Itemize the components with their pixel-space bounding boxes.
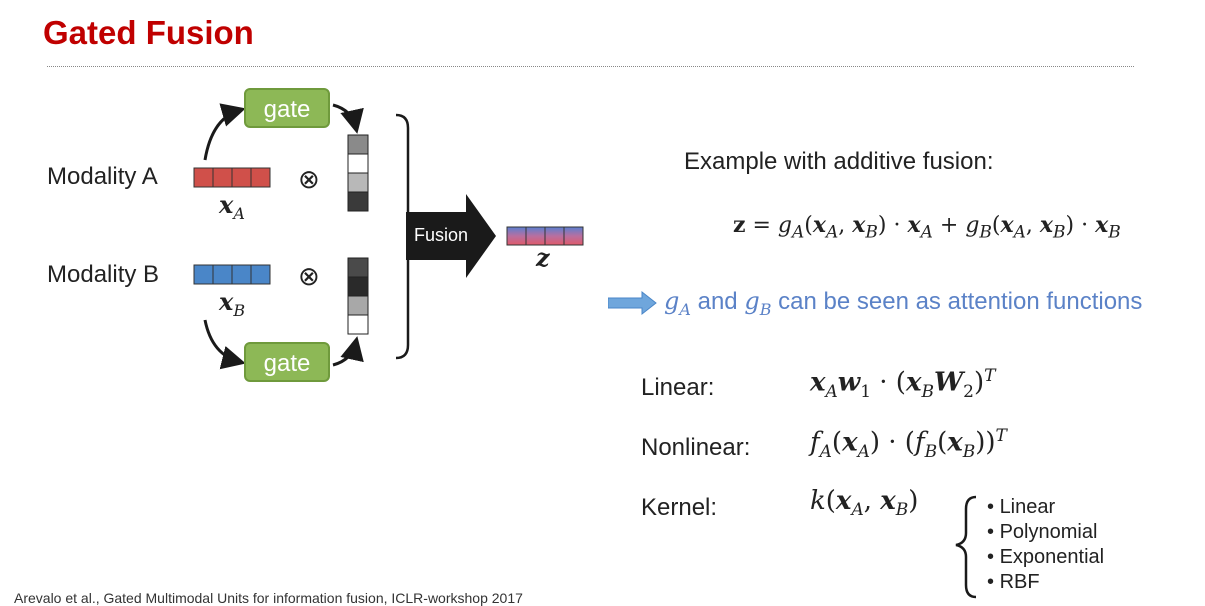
right-arrow-icon <box>608 290 657 316</box>
var-xa: xA <box>219 190 245 223</box>
nonlinear-formula: fA(xA) · (fB(xB))T <box>810 426 1007 462</box>
list-item: RBF <box>987 570 1104 595</box>
arrow-gate-to-output-b <box>332 336 364 367</box>
gate-a-box: gate <box>244 88 330 128</box>
title-divider <box>47 66 1134 67</box>
output-z-vector <box>506 226 584 246</box>
arrow-gate-to-output-a <box>332 103 364 134</box>
list-item: Polynomial <box>987 520 1104 545</box>
multiply-a-icon: ⊗ <box>298 165 320 195</box>
linear-formula: xAw1 · (xBW2)T <box>810 366 996 402</box>
gate-b-output-vector <box>347 257 369 335</box>
nonlinear-label: Nonlinear: <box>641 434 751 461</box>
kernel-formula: k(xA, xB) <box>810 486 919 521</box>
list-item: Exponential <box>987 545 1105 570</box>
list-item: Linear <box>987 495 1104 520</box>
additive-fusion-formula: z = gA(xA, xB) · xA + gB(xA, xB) · xB <box>733 212 1121 243</box>
var-z: z <box>536 243 550 272</box>
gate-a-output-vector <box>347 134 369 212</box>
arrow-a-to-gate <box>203 103 246 161</box>
modality-a-label: Modality A <box>47 163 158 190</box>
fusion-arrow <box>406 194 496 278</box>
page-title: Gated Fusion <box>43 14 254 51</box>
modality-b-vector <box>193 264 271 285</box>
gate-b-box: gate <box>244 342 330 382</box>
arrow-b-to-gate <box>203 319 246 370</box>
linear-label: Linear: <box>641 374 715 401</box>
citation: Arevalo et al., Gated Multimodal Units f… <box>14 590 523 606</box>
var-xb: xB <box>219 287 246 320</box>
fusion-label: Fusion <box>414 225 469 245</box>
attention-statement: gA and gB can be seen as attention funct… <box>664 287 1143 319</box>
kernel-options-list: Linear Polynomial Exponential RBF <box>987 495 1105 595</box>
gate-b-label: gate <box>263 350 311 377</box>
modality-a-vector <box>193 167 271 188</box>
modality-b-label: Modality B <box>47 261 160 288</box>
multiply-b-icon: ⊗ <box>298 262 320 292</box>
kernel-brace <box>955 495 977 599</box>
example-heading: Example with additive fusion: <box>684 148 994 175</box>
gated-fusion-diagram <box>193 103 584 370</box>
kernel-label: Kernel: <box>641 494 718 521</box>
gate-a-label: gate <box>263 96 311 123</box>
